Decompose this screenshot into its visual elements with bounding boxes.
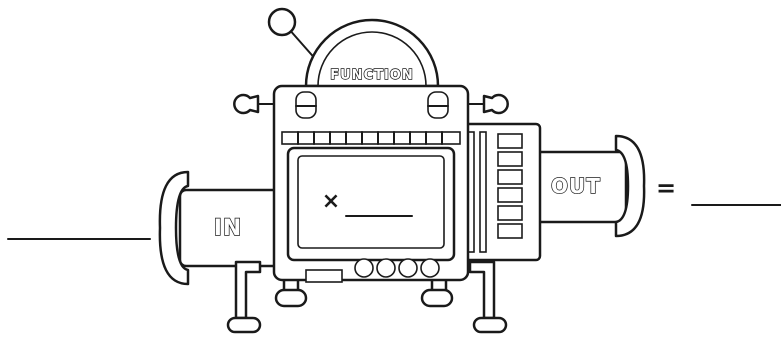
vent-strip	[282, 132, 460, 144]
left-bulb-icon	[234, 95, 274, 113]
function-label: FUNCTION	[330, 68, 414, 83]
dial-1	[355, 259, 373, 277]
out-label: OUT	[551, 174, 601, 198]
dial-2	[377, 259, 395, 277]
screen	[298, 156, 444, 248]
machine-body	[274, 86, 468, 282]
dial-3	[399, 259, 417, 277]
side-panel	[458, 124, 540, 260]
output-pipe: OUT	[530, 136, 644, 236]
input-pipe: IN	[160, 172, 280, 284]
dial-4	[421, 259, 439, 277]
equals-sign: =	[656, 174, 676, 202]
right-bulb-icon	[468, 95, 508, 113]
operator-sign: ×	[322, 189, 340, 214]
slot	[306, 270, 342, 282]
in-label: IN	[214, 216, 243, 241]
antenna-ball	[269, 9, 295, 35]
